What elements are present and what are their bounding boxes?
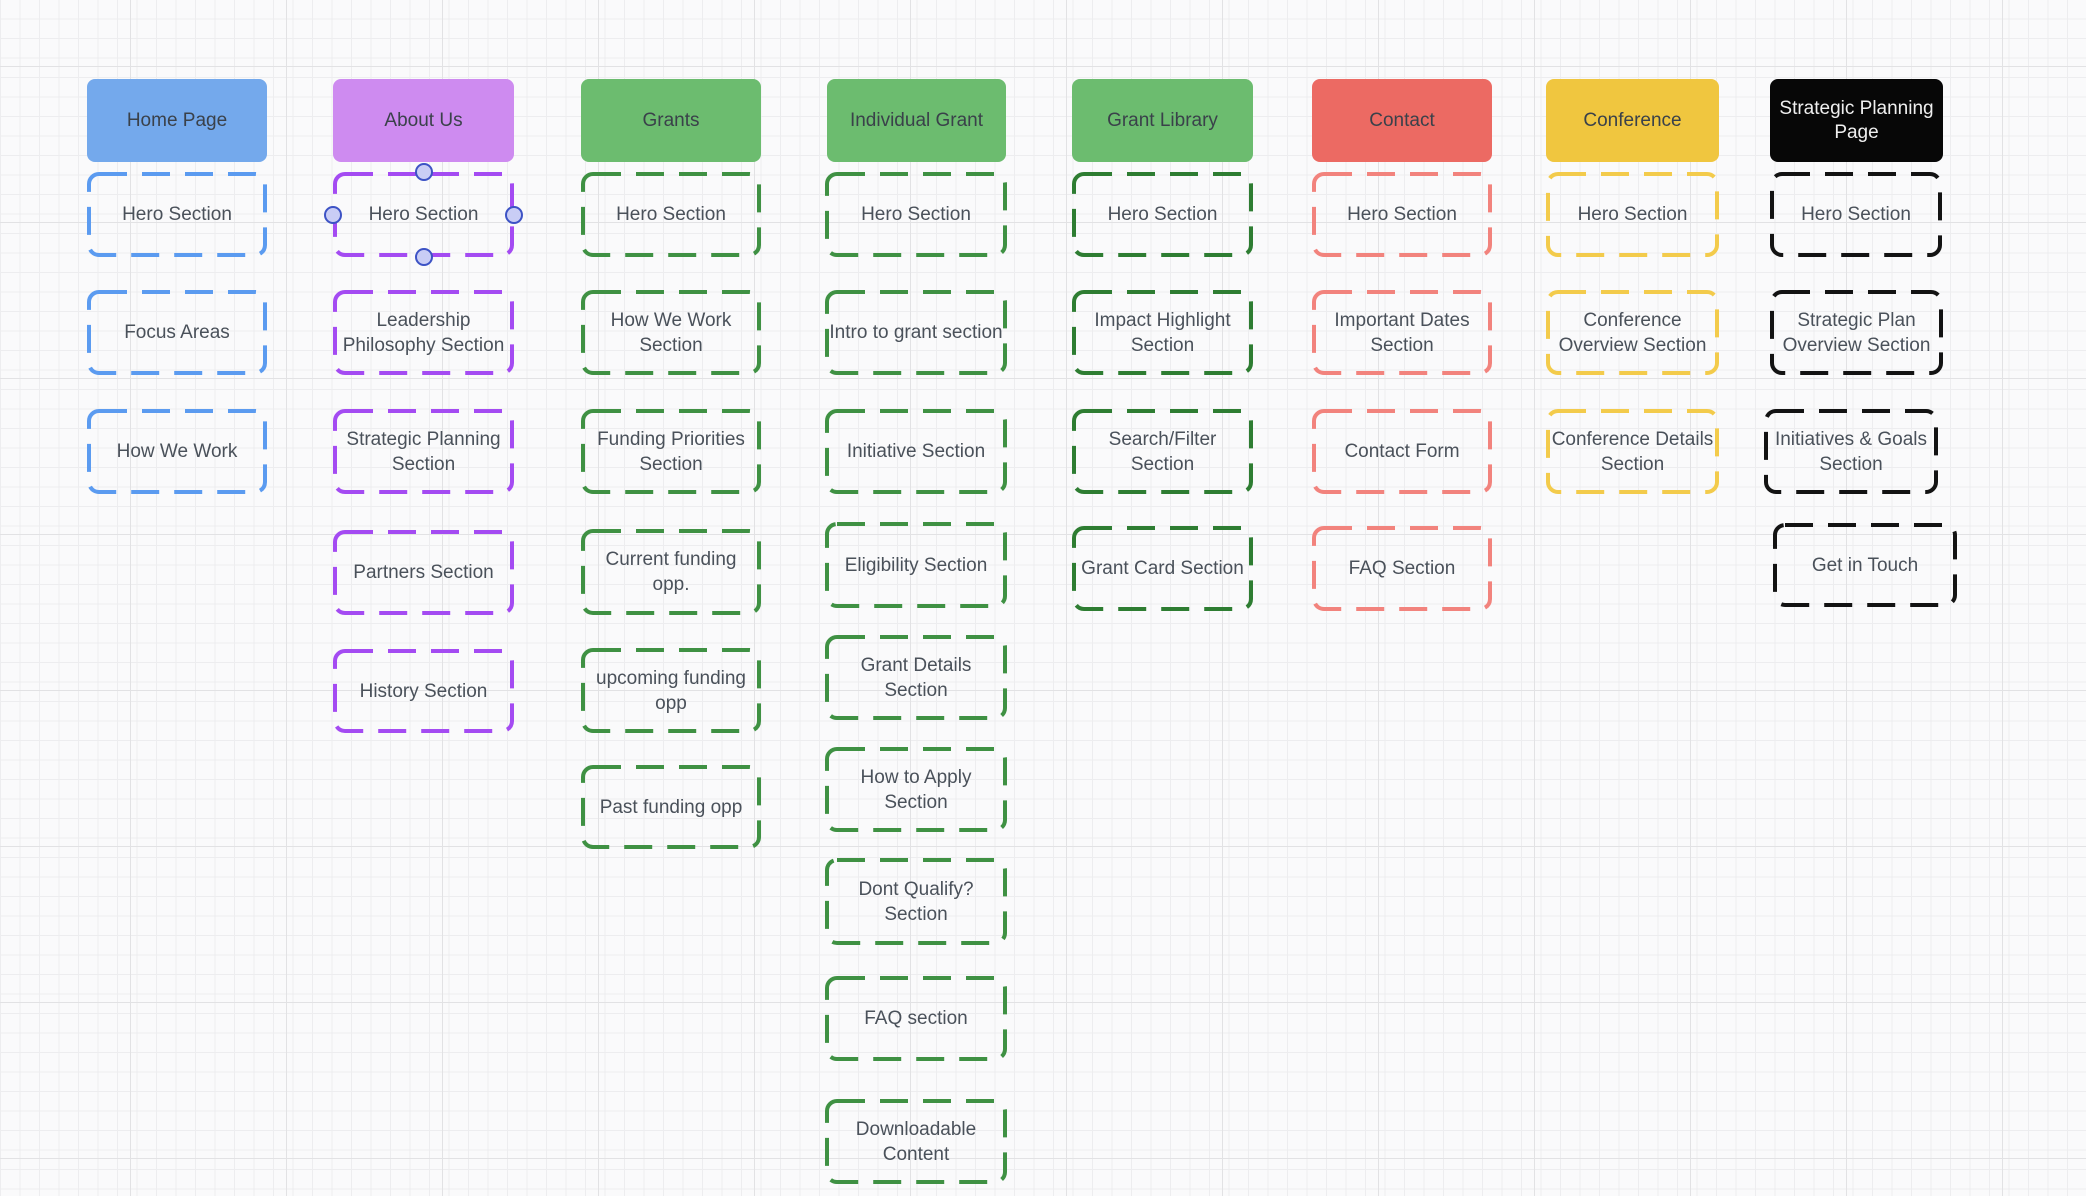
node-label: Impact Highlight Section — [1094, 309, 1231, 356]
strategic-planning-page--strategic-plan-overview-section[interactable]: Strategic Plan Overview Section — [1770, 290, 1943, 375]
node-label: Hero Section — [1801, 204, 1911, 225]
conference--page-header[interactable]: Conference — [1546, 79, 1719, 162]
conference--conference-details-section[interactable]: Conference Details Section — [1546, 409, 1719, 494]
about-us--history-section[interactable]: History Section — [333, 649, 514, 733]
node-label: Leadership Philosophy Section — [342, 309, 505, 356]
node-label: Intro to grant section — [829, 322, 1003, 343]
grants--funding-priorities-section[interactable]: Funding Priorities Section — [581, 409, 761, 494]
individual-grant--grant-details-section[interactable]: Grant Details Section — [825, 635, 1007, 720]
grants--past-funding-opp[interactable]: Past funding opp — [581, 765, 761, 849]
grants--how-we-work-section[interactable]: How We Work Section — [581, 290, 761, 375]
contact--contact-form[interactable]: Contact Form — [1312, 409, 1492, 494]
node-label: Grant Details Section — [860, 654, 972, 701]
node-label: Conference Overview Section — [1558, 309, 1707, 356]
node-label: Hero Section — [368, 204, 479, 225]
node-label: Hero Section — [616, 204, 726, 225]
node-label: Funding Priorities Section — [597, 428, 745, 475]
individual-grant--dont-qualify-section[interactable]: Dont Qualify? Section — [825, 858, 1007, 945]
node-label: How We Work — [116, 441, 238, 462]
contact--page-header[interactable]: Contact — [1312, 79, 1492, 162]
node-label: FAQ Section — [1348, 558, 1456, 579]
node-label: Get in Touch — [1811, 554, 1919, 576]
node-label: Current funding opp. — [605, 549, 737, 595]
page-title: Grants — [642, 109, 700, 131]
strategic-planning-page--get-in-touch[interactable]: Get in Touch — [1773, 523, 1957, 607]
grant-library--hero-section[interactable]: Hero Section — [1072, 172, 1253, 257]
resize-handle-bottom[interactable] — [414, 248, 433, 266]
node-label: Important Dates Section — [1334, 309, 1470, 356]
node-label: Hero Section — [1107, 204, 1218, 225]
node-label: Focus Areas — [124, 322, 230, 343]
individual-grant--downloadable-content[interactable]: Downloadable Content — [825, 1099, 1007, 1184]
page-title: Grant Library — [1107, 109, 1218, 131]
node-label: Strategic Planning Section — [346, 428, 501, 475]
individual-grant--intro-to-grant-section[interactable]: Intro to grant section — [825, 290, 1007, 375]
about-us--hero-section[interactable]: Hero Section — [324, 163, 523, 266]
node-label: Eligibility Section — [844, 554, 988, 576]
node-label: Initiatives & Goals Section — [1774, 428, 1928, 475]
node-label: Dont Qualify? Section — [858, 878, 974, 925]
node-label: upcoming funding opp — [596, 667, 746, 714]
page-title: Contact — [1369, 109, 1435, 131]
node-label: How to Apply Section — [860, 766, 972, 813]
node-label: Hero Section — [1577, 204, 1688, 225]
node-label: History Section — [359, 680, 488, 702]
grant-library--search-filter-section[interactable]: Search/Filter Section — [1072, 409, 1253, 494]
strategic-planning-page--page-header[interactable]: Strategic Planning Page — [1770, 79, 1943, 162]
node-label: Contact Form — [1344, 441, 1460, 462]
home-page--page-header[interactable]: Home Page — [87, 79, 267, 162]
about-us--partners-section[interactable]: Partners Section — [333, 530, 514, 615]
page-title: Home Page — [126, 109, 228, 131]
individual-grant--initiative-section[interactable]: Initiative Section — [825, 409, 1007, 494]
contact--faq-section[interactable]: FAQ Section — [1312, 526, 1492, 611]
node-label: Hero Section — [1347, 204, 1457, 225]
grants--upcoming-funding-opp[interactable]: upcoming funding opp — [581, 648, 761, 733]
conference--conference-overview-section[interactable]: Conference Overview Section — [1546, 290, 1719, 375]
node-label: How We Work Section — [610, 309, 732, 356]
individual-grant--hero-section[interactable]: Hero Section — [825, 172, 1007, 257]
node-label: Downloadable Content — [855, 1118, 977, 1165]
individual-grant--page-header[interactable]: Individual Grant — [827, 79, 1006, 162]
about-us--page-header[interactable]: About Us — [333, 79, 514, 162]
home-page--how-we-work[interactable]: How We Work — [87, 409, 267, 494]
node-label: Past funding opp — [599, 796, 743, 818]
strategic-planning-page--hero-section[interactable]: Hero Section — [1770, 172, 1942, 257]
node-label: Search/Filter Section — [1108, 428, 1217, 475]
page-title: Individual Grant — [849, 109, 984, 131]
node-label: Hero Section — [122, 204, 232, 225]
grant-library--grant-card-section[interactable]: Grant Card Section — [1072, 526, 1253, 611]
node-label: Strategic Plan Overview Section — [1782, 309, 1931, 356]
grants--current-funding-opp[interactable]: Current funding opp. — [581, 529, 761, 615]
resize-handle-right[interactable] — [505, 205, 523, 224]
resize-handle-top[interactable] — [414, 163, 433, 181]
individual-grant--faq-section[interactable]: FAQ section — [825, 976, 1007, 1061]
home-page--focus-areas[interactable]: Focus Areas — [87, 290, 267, 375]
node-label: Conference Details Section — [1551, 428, 1714, 475]
contact--important-dates-section[interactable]: Important Dates Section — [1312, 290, 1492, 375]
strategic-planning-page--initiatives-goals-section[interactable]: Initiatives & Goals Section — [1764, 409, 1938, 494]
grants--page-header[interactable]: Grants — [581, 79, 761, 162]
page-title: Strategic Planning Page — [1779, 97, 1934, 143]
contact--hero-section[interactable]: Hero Section — [1312, 172, 1492, 257]
page-title: Conference — [1583, 109, 1682, 131]
node-label: Hero Section — [861, 204, 971, 225]
node-label: Grant Card Section — [1081, 558, 1244, 579]
node-label: Initiative Section — [846, 441, 986, 462]
page-title: About Us — [384, 109, 463, 131]
grant-library--impact-highlight-section[interactable]: Impact Highlight Section — [1072, 290, 1253, 375]
home-page--hero-section[interactable]: Hero Section — [87, 172, 267, 257]
node-label: FAQ section — [864, 1008, 968, 1029]
grants--hero-section[interactable]: Hero Section — [581, 172, 761, 257]
about-us--strategic-planning-section[interactable]: Strategic Planning Section — [333, 409, 514, 494]
resize-handle-left[interactable] — [324, 205, 342, 224]
about-us--leadership-philosophy-section[interactable]: Leadership Philosophy Section — [333, 290, 514, 375]
conference--hero-section[interactable]: Hero Section — [1546, 172, 1719, 257]
individual-grant--how-to-apply-section[interactable]: How to Apply Section — [825, 747, 1007, 832]
grant-library--page-header[interactable]: Grant Library — [1072, 79, 1253, 162]
individual-grant--eligibility-section[interactable]: Eligibility Section — [825, 522, 1007, 608]
node-label: Partners Section — [353, 562, 494, 583]
